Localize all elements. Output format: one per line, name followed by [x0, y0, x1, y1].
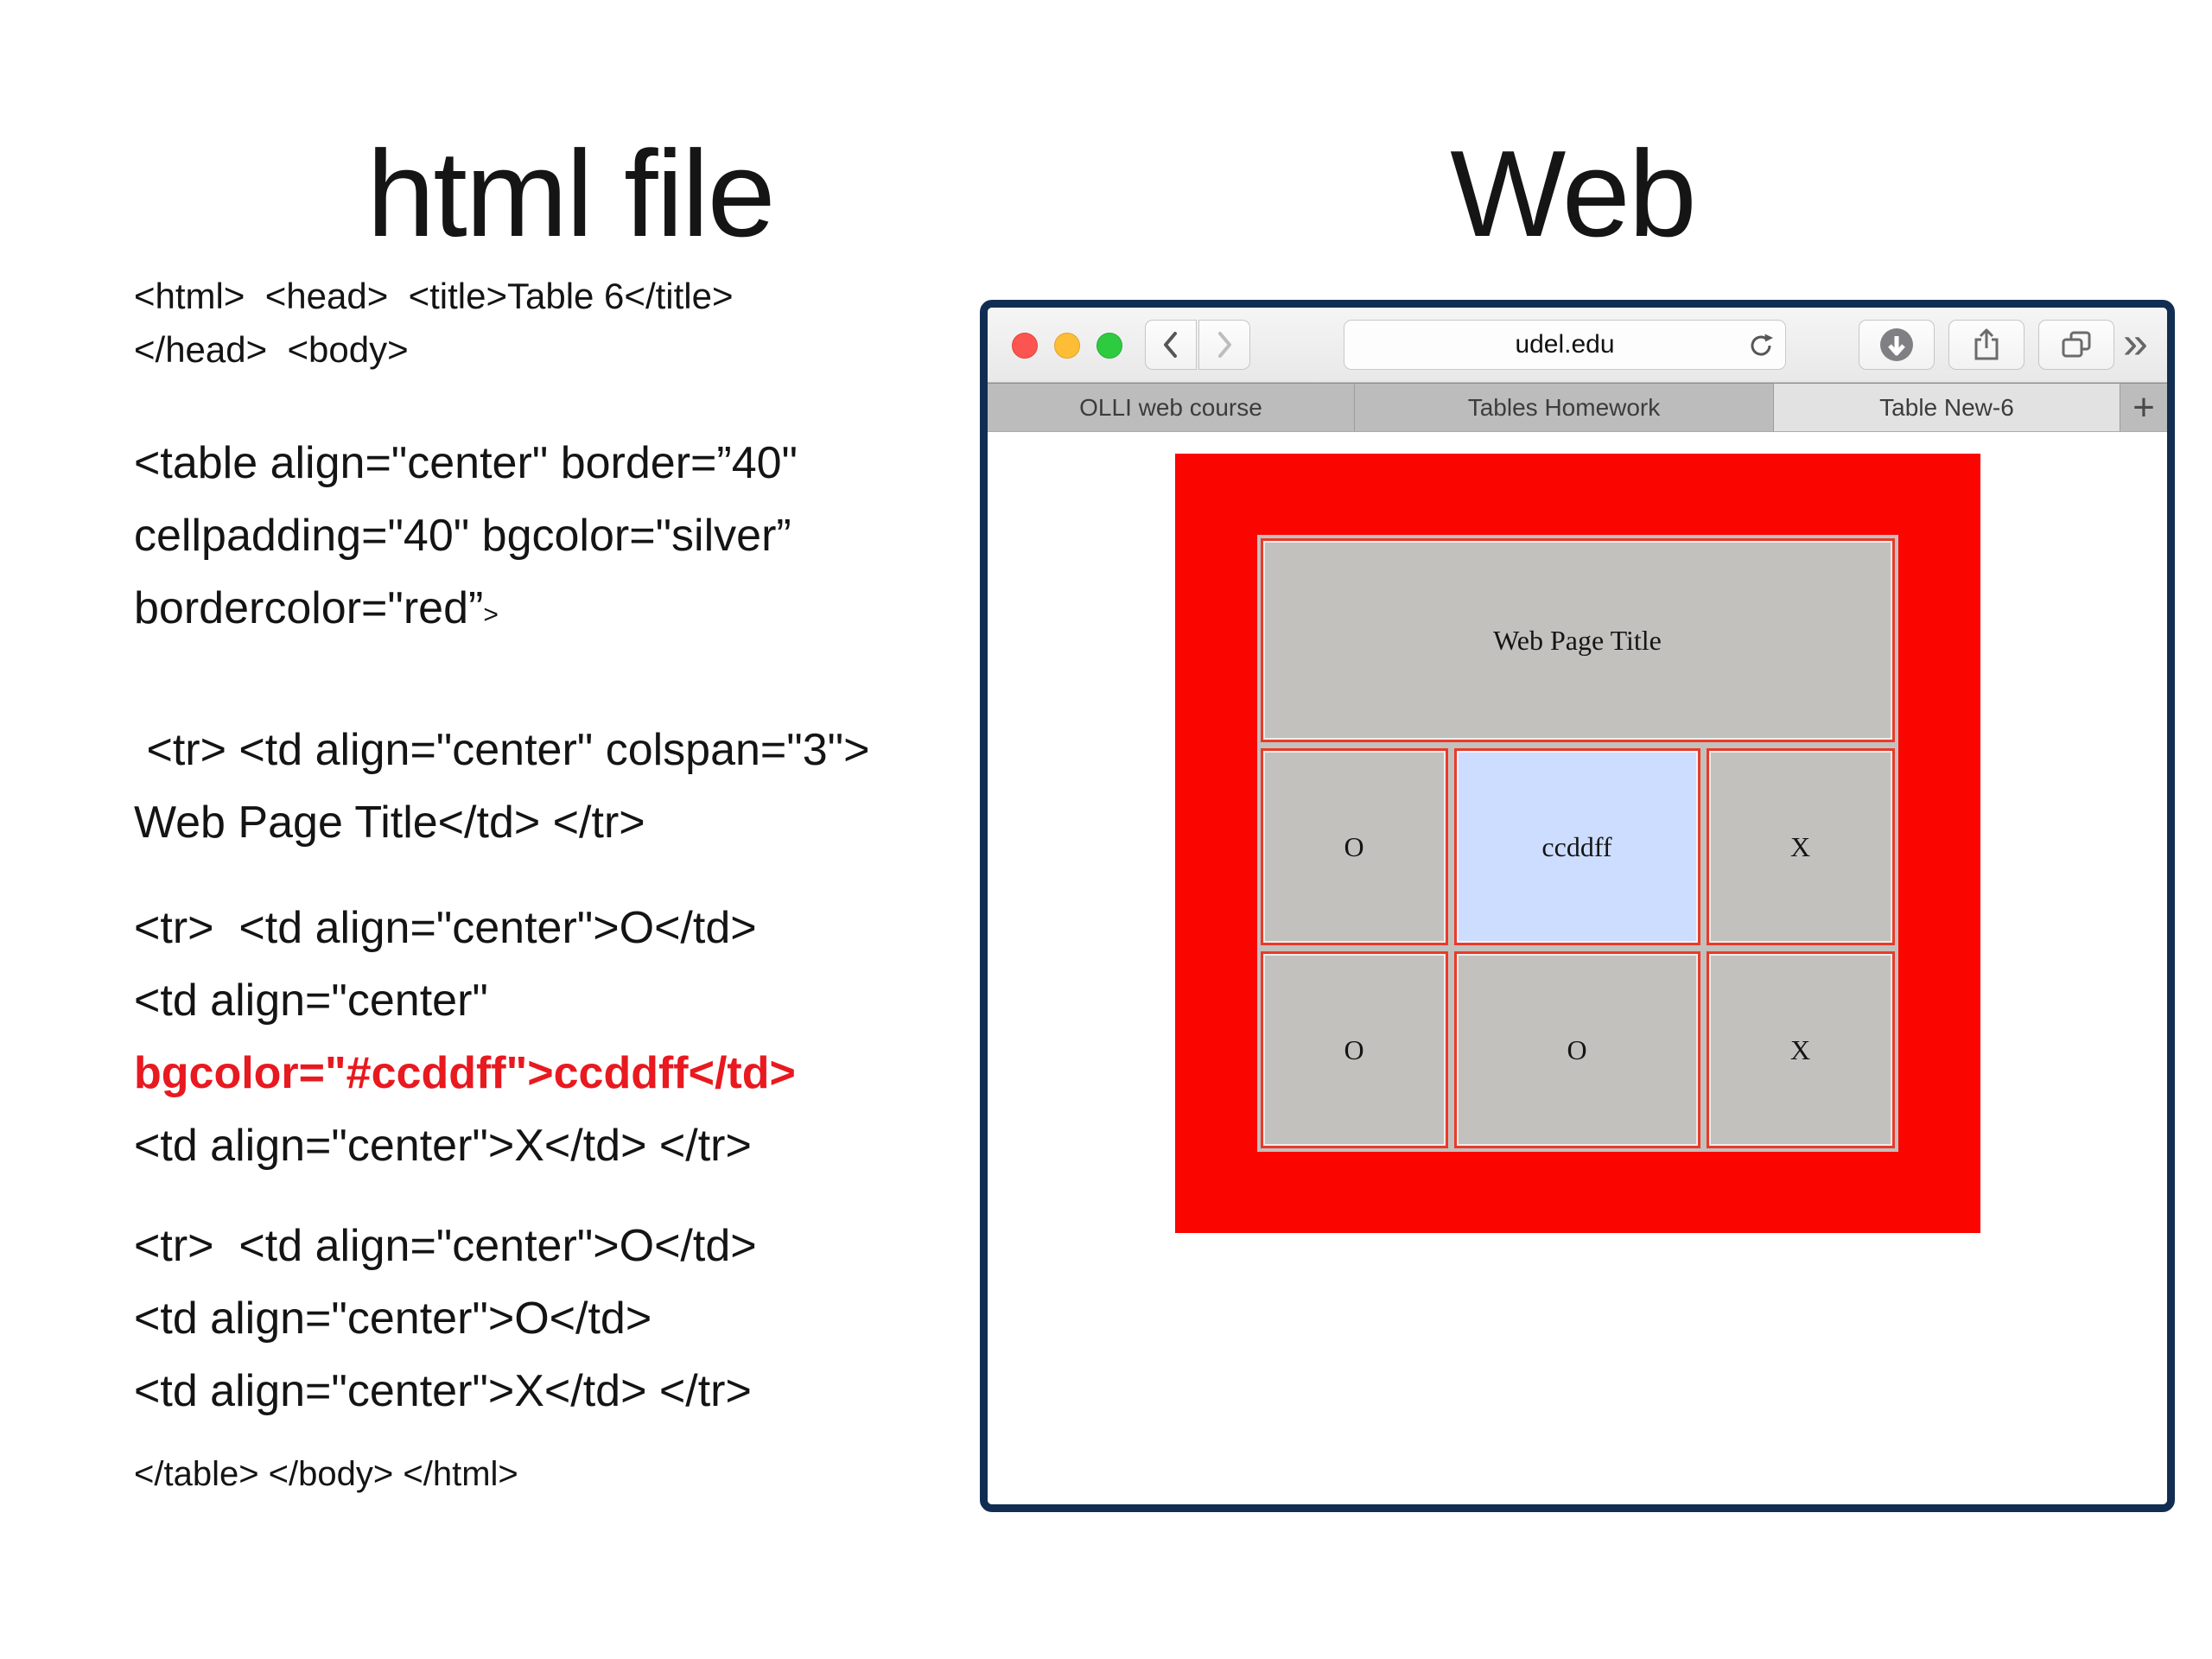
- browser-toolbar: udel.edu: [988, 308, 2167, 383]
- toolbar-overflow-chevrons[interactable]: »: [2123, 318, 2148, 368]
- share-icon: [1970, 327, 2003, 362]
- table-header-cell: Web Page Title: [1260, 538, 1895, 742]
- table-cell: X: [1706, 951, 1895, 1148]
- code-line: <td align="center">X</td> </tr>: [134, 1366, 752, 1416]
- code-paragraph-row3: <tr> <td align="center">O</td> <td align…: [134, 1210, 1102, 1427]
- tab-table-new-6-active[interactable]: Table New-6: [1774, 384, 2120, 431]
- tab-label: Table New-6: [1879, 393, 2014, 421]
- plus-icon: +: [2133, 385, 2155, 429]
- code-paragraph-table-open: <table align="center" border=”40" cellpa…: [134, 427, 1102, 652]
- right-column-title: Web: [1450, 125, 1696, 263]
- show-all-tabs-button[interactable]: [2038, 320, 2114, 370]
- code-line: <tr> <td align="center">O</td>: [134, 903, 757, 953]
- table-cell: O: [1260, 951, 1448, 1148]
- forward-chevron-icon: [1214, 329, 1235, 360]
- rendered-html-table: Web Page Title O ccddff X O O X: [1174, 454, 1980, 1233]
- tab-label: OLLI web course: [1079, 393, 1262, 421]
- back-button[interactable]: [1145, 320, 1197, 370]
- forward-button[interactable]: [1198, 320, 1250, 370]
- code-line-highlighted: bgcolor="#ccddff">ccddff</td>: [134, 1048, 796, 1098]
- code-line: <html> <head> <title>Table 6</title>: [134, 276, 734, 316]
- safari-window: udel.edu: [980, 300, 2175, 1512]
- code-line: <td align="center">X</td> </tr>: [134, 1121, 752, 1171]
- code-line: cellpadding="40" bgcolor="silver”: [134, 511, 791, 561]
- html-code-listing: <html> <head> <title>Table 6</title> </h…: [134, 270, 1102, 1500]
- tab-tables-homework[interactable]: Tables Homework: [1355, 384, 1774, 431]
- download-icon: [1878, 327, 1915, 363]
- code-line: <td align="center": [134, 976, 488, 1026]
- share-button[interactable]: [1948, 320, 2024, 370]
- table-cell: O: [1260, 748, 1448, 945]
- back-chevron-icon: [1160, 329, 1181, 360]
- window-controls: [1012, 333, 1122, 359]
- code-small-bracket: >: [483, 601, 499, 629]
- address-url-text: udel.edu: [1515, 330, 1615, 359]
- minimize-window-button[interactable]: [1054, 333, 1080, 359]
- address-bar[interactable]: udel.edu: [1344, 320, 1786, 370]
- close-window-button[interactable]: [1012, 333, 1038, 359]
- code-line: <tr> <td align="center" colspan="3">: [134, 725, 870, 775]
- code-line: </head> <body>: [134, 329, 409, 370]
- code-line: <tr> <td align="center">O</td>: [134, 1221, 757, 1271]
- code-paragraph-row1: <tr> <td align="center" colspan="3"> Web…: [134, 714, 1102, 859]
- code-line: </table> </body> </html>: [134, 1455, 518, 1493]
- code-line: bordercolor="red”>: [134, 572, 1102, 652]
- left-column-title: html file: [366, 125, 775, 263]
- code-paragraph-close: </table> </body> </html>: [134, 1448, 1102, 1500]
- code-line: <td align="center">O</td>: [134, 1294, 652, 1344]
- refresh-icon[interactable]: [1745, 330, 1777, 361]
- tabs-overview-icon: [2059, 328, 2094, 361]
- tab-label: Tables Homework: [1467, 393, 1661, 421]
- code-line: <table align="center" border=”40": [134, 438, 798, 488]
- code-paragraph-head: <html> <head> <title>Table 6</title> </h…: [134, 270, 1102, 377]
- new-tab-button[interactable]: +: [2120, 384, 2167, 431]
- table-cell-highlighted-ccddff: ccddff: [1453, 748, 1700, 945]
- code-line-part: bordercolor="red”: [134, 583, 484, 633]
- downloads-button[interactable]: [1859, 320, 1935, 370]
- table-cell-grid: Web Page Title O ccddff X O O X: [1256, 535, 1898, 1152]
- code-paragraph-row2: <tr> <td align="center">O</td> <td align…: [134, 892, 1102, 1182]
- zoom-window-button[interactable]: [1096, 333, 1122, 359]
- code-line: Web Page Title</td> </tr>: [134, 798, 645, 848]
- tab-bar: OLLI web course Tables Homework Table Ne…: [988, 383, 2167, 432]
- table-cell: X: [1706, 748, 1895, 945]
- browser-viewport: Web Page Title O ccddff X O O X: [988, 454, 2167, 1504]
- tab-olli-web-course[interactable]: OLLI web course: [988, 384, 1355, 431]
- table-cell: O: [1453, 951, 1700, 1148]
